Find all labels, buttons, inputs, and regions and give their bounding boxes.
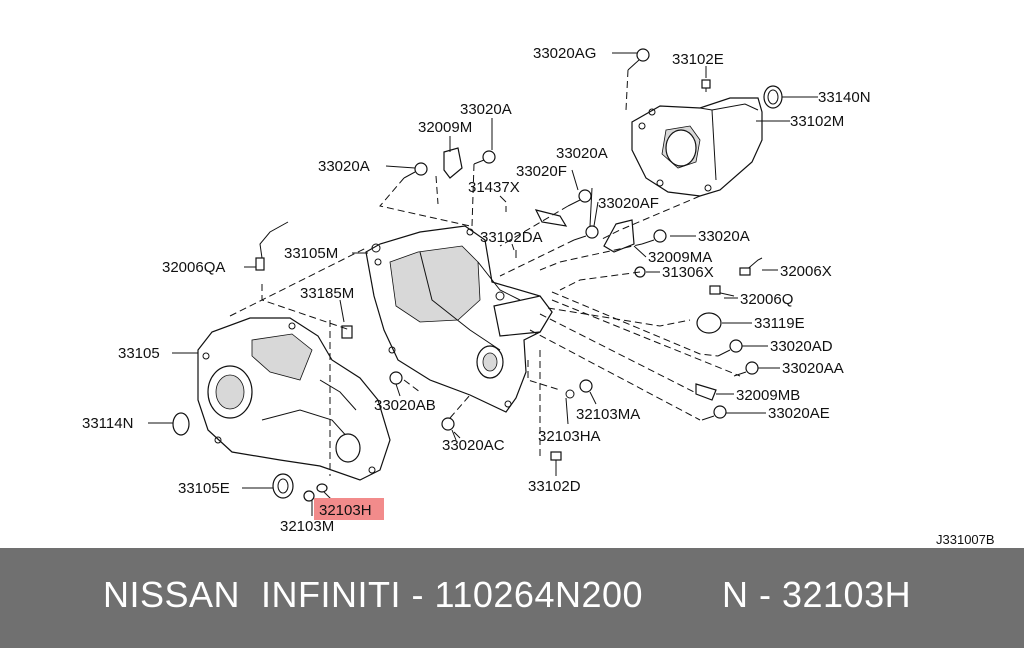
part-labels: 33020AG 33102E 33140N 33102M 33020A 3200…: [82, 45, 995, 547]
label-33020af: 33020AF: [598, 195, 659, 212]
label-32103h: 32103H: [319, 502, 372, 519]
label-33105e: 33105E: [178, 480, 230, 497]
label-32103ha: 32103HA: [538, 428, 601, 445]
front-case-33105: [197, 317, 391, 481]
label-33140n: 33140N: [818, 89, 871, 106]
label-33185m: 33185M: [300, 285, 354, 302]
label-32103m: 32103M: [280, 518, 334, 535]
label-33020a-1: 33020A: [460, 101, 512, 118]
oil-seal-33105e: [272, 473, 294, 499]
parts-diagram: 33020AG 33102E 33140N 33102M 33020A 3200…: [82, 45, 995, 547]
label-33020ac: 33020AC: [442, 437, 505, 454]
plug-32103m: [303, 490, 315, 502]
label-33020ae: 33020AE: [768, 405, 830, 422]
transfer-case-center: [365, 225, 553, 413]
label-32009m: 32009M: [418, 119, 472, 136]
oil-seal-33114n: [172, 412, 190, 436]
assembly-guide-lines: [229, 69, 741, 476]
footer-part-number: N - 32103H: [722, 574, 912, 615]
label-31437x: 31437X: [468, 179, 520, 196]
label-33114n: 33114N: [82, 415, 133, 432]
footer-banner: NISSAN INFINITI - 110264N200 N - 32103H: [0, 548, 1024, 648]
label-33020f: 33020F: [516, 163, 567, 180]
label-33020a-4: 33020A: [698, 228, 750, 245]
label-33119e: 33119E: [754, 315, 805, 332]
label-33102da: 33102DA: [480, 229, 543, 246]
label-32009ma: 32009MA: [648, 249, 712, 266]
label-33020ab: 33020AB: [374, 397, 436, 414]
rear-extension-housing: [631, 97, 763, 197]
label-33020aa: 33020AA: [782, 360, 844, 377]
label-33102m: 33102M: [790, 113, 844, 130]
label-33102d: 33102D: [528, 478, 581, 495]
label-32009mb: 32009MB: [736, 387, 800, 404]
label-33105m: 33105M: [284, 245, 338, 262]
highlight-box-32103h: [314, 498, 384, 520]
label-33020a-2: 33020A: [318, 158, 370, 175]
washer-32103h: [316, 483, 328, 493]
label-33102e: 33102E: [672, 51, 724, 68]
label-32006q: 32006Q: [740, 291, 793, 308]
label-32006qa: 32006QA: [162, 259, 225, 276]
label-31306x: 31306X: [662, 264, 714, 281]
label-33020ag: 33020AG: [533, 45, 596, 62]
leader-lines: [148, 52, 818, 516]
label-32006x: 32006X: [780, 263, 832, 280]
oil-seal-33140n: [763, 85, 783, 109]
hardware-bolts: [255, 48, 763, 461]
diagram-ref-code: J331007B: [936, 532, 995, 547]
label-32103ma: 32103MA: [576, 406, 640, 423]
label-33020a-3: 33020A: [556, 145, 608, 162]
label-33020ad: 33020AD: [770, 338, 833, 355]
footer-brand-text: NISSAN INFINITI - 110264N200: [103, 574, 644, 615]
label-33105: 33105: [118, 345, 160, 362]
